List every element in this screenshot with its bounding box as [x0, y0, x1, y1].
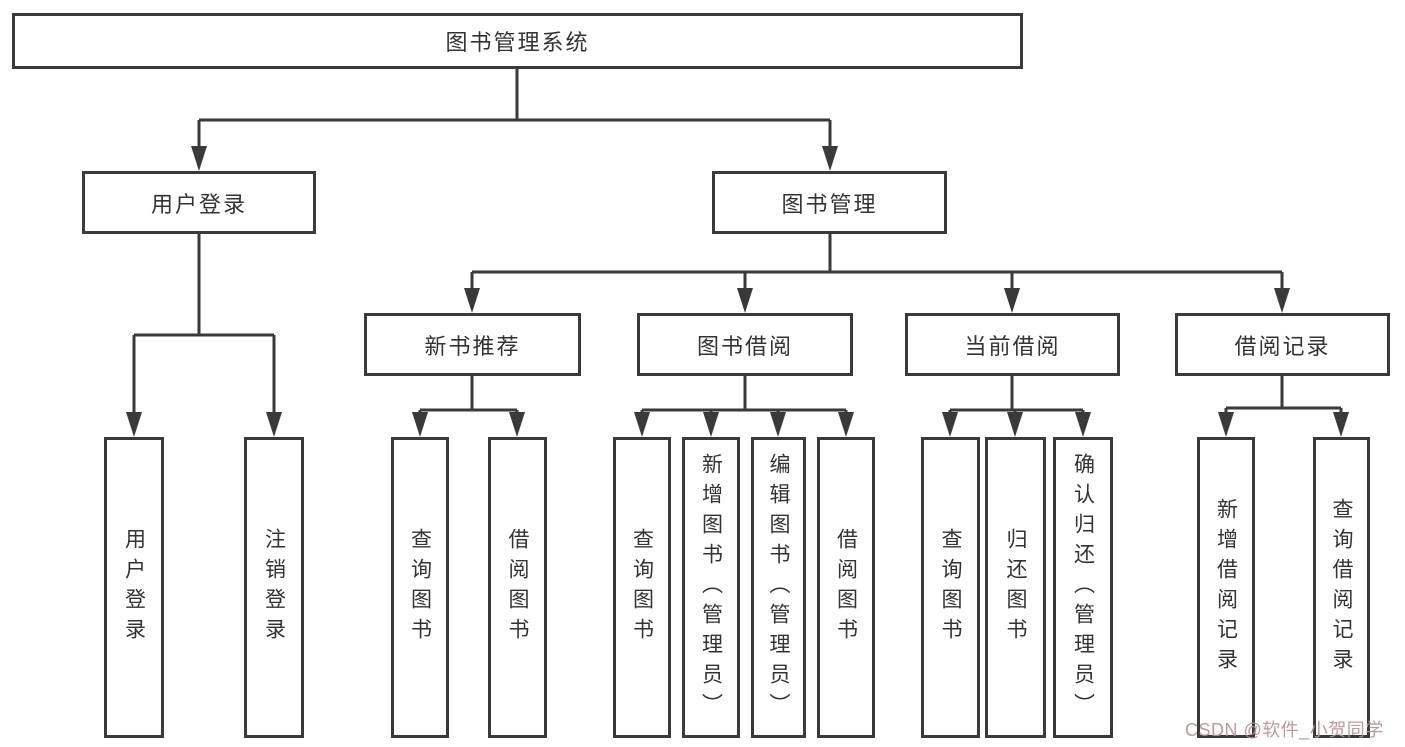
leaf-query-borrow-record-label: 查询借阅记录 [1330, 497, 1353, 678]
leaf-query-books-1: 查询图书 [391, 437, 449, 738]
leaf-confirm-return-admin-label: 确认归还（管理员） [1071, 452, 1095, 723]
leaf-user-login-label: 用户登录 [122, 527, 146, 648]
leaf-add-borrow-record: 新增借阅记录 [1197, 437, 1255, 738]
node-user-login-label: 用户登录 [150, 191, 247, 217]
leaf-query-books-2: 查询图书 [613, 437, 671, 738]
connector-root-to-level2 [197, 69, 832, 150]
node-borrow-records: 借阅记录 [1175, 313, 1390, 376]
connector-book-management-to-level3 [470, 234, 1284, 292]
node-book-management: 图书管理 [712, 171, 947, 234]
leaf-borrow-books-2: 借阅图书 [817, 437, 875, 738]
csdn-watermark: CSDN @软件_小贺同学 [1185, 720, 1384, 740]
node-book-borrow: 图书借阅 [637, 313, 853, 376]
leaf-edit-books-admin: 编辑图书（管理员） [751, 437, 806, 738]
leaf-query-books-3-label: 查询图书 [939, 527, 962, 648]
leaf-add-borrow-record-label: 新增借阅记录 [1214, 497, 1238, 678]
connector-user-login-to-leaves [132, 234, 276, 415]
leaf-return-books: 归还图书 [985, 437, 1046, 738]
leaf-logout-login: 注销登录 [244, 437, 304, 738]
leaf-add-books-admin-label: 新增图书（管理员） [699, 452, 723, 723]
leaf-query-borrow-record: 查询借阅记录 [1313, 437, 1370, 738]
leaf-query-books-2-label: 查询图书 [630, 527, 654, 648]
leaf-edit-books-admin-label: 编辑图书（管理员） [767, 452, 790, 723]
node-current-borrow-label: 当前借阅 [964, 333, 1061, 359]
connector-book-borrow-to-leaves [640, 376, 848, 418]
node-new-book-recommend: 新书推荐 [364, 313, 581, 376]
node-current-borrow: 当前借阅 [905, 313, 1120, 376]
node-root-label: 图书管理系统 [445, 30, 590, 55]
leaf-borrow-books-2-label: 借阅图书 [834, 527, 858, 648]
leaf-query-books-1-label: 查询图书 [408, 527, 432, 648]
node-book-borrow-label: 图书借阅 [696, 333, 793, 359]
leaf-return-books-label: 归还图书 [1004, 527, 1027, 648]
node-new-book-recommend-label: 新书推荐 [424, 333, 521, 359]
leaf-logout-login-label: 注销登录 [262, 527, 286, 648]
node-user-login: 用户登录 [82, 171, 316, 234]
connector-new-book-to-leaves [418, 376, 519, 418]
node-book-management-label: 图书管理 [781, 191, 878, 217]
leaf-borrow-books-1-label: 借阅图书 [506, 527, 529, 648]
leaf-confirm-return-admin: 确认归还（管理员） [1053, 437, 1113, 738]
connector-current-borrow-to-leaves [948, 376, 1085, 418]
leaf-add-books-admin: 新增图书（管理员） [682, 437, 740, 738]
leaf-borrow-books-1: 借阅图书 [488, 437, 547, 738]
leaf-query-books-3: 查询图书 [921, 437, 980, 738]
node-borrow-records-label: 借阅记录 [1234, 333, 1331, 359]
connector-borrow-records-to-leaves [1224, 376, 1343, 418]
node-root: 图书管理系统 [12, 13, 1023, 69]
leaf-user-login: 用户登录 [104, 437, 164, 738]
